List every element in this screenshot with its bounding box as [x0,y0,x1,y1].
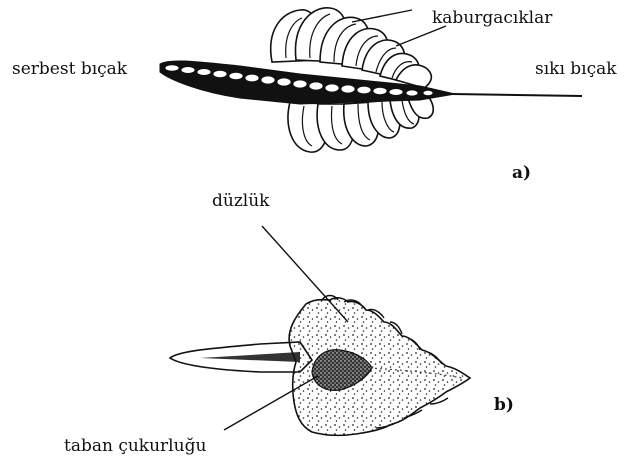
label-panel-b: b) [494,395,514,415]
label-taban-cukurlugu: taban çukurluğu [64,436,206,456]
label-panel-a: a) [512,163,531,183]
lower-ribs [288,96,433,152]
diagram-a [160,8,582,152]
label-kaburgaciklar: kaburgacıklar [432,8,553,28]
label-siki-bicak: sıkı bıçak [535,59,617,79]
diagram-b [170,226,470,435]
label-duzluk: düzlük [212,191,270,211]
fixed-blade-line [452,94,582,96]
label-serbest-bicak: serbest bıçak [12,59,128,79]
leader-kaburgaciklar-1 [352,10,412,22]
leader-kaburgaciklar-2 [396,26,446,46]
